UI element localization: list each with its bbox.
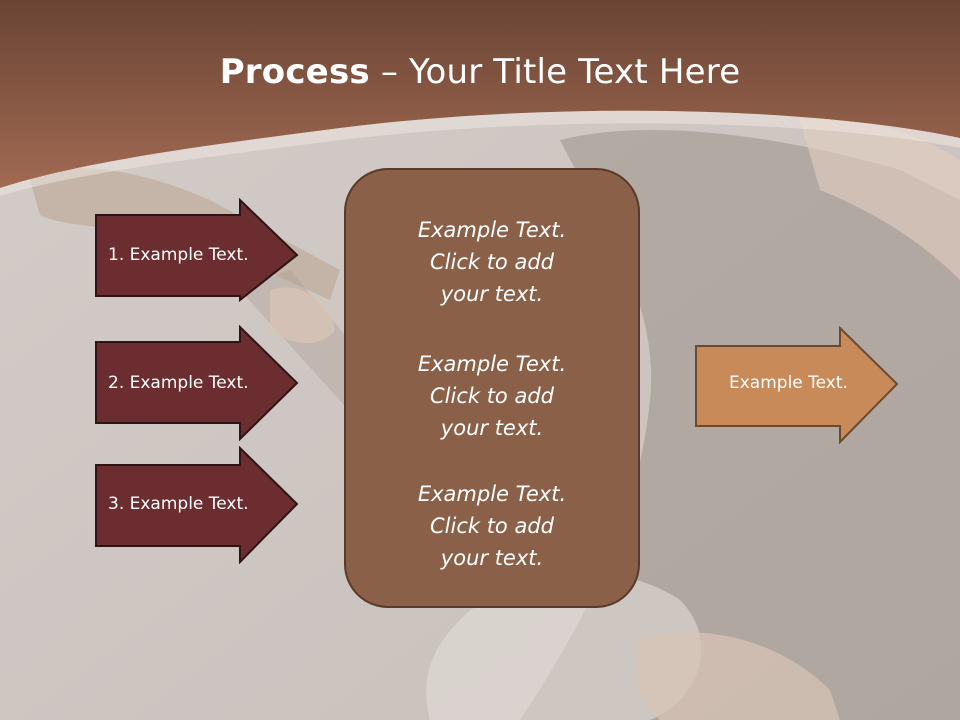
step-arrow-1[interactable] [94, 198, 300, 302]
center-text-block-1: Example Text. Click to add your text. [346, 214, 638, 310]
slide-title[interactable]: Process – Your Title Text Here [0, 52, 960, 92]
text-line: Example Text. [417, 482, 567, 506]
title-bold-text: Process [219, 52, 370, 92]
text-line: Click to add [429, 250, 554, 274]
step-3-label: 3. Example Text. [108, 494, 249, 514]
text-line: your text. [440, 416, 544, 440]
center-text-box[interactable]: Example Text. Click to add your text. Ex… [344, 168, 640, 608]
step-arrow-3[interactable] [94, 446, 300, 564]
center-text-block-3: Example Text. Click to add your text. [346, 478, 638, 574]
step-2-label: 2. Example Text. [108, 373, 249, 393]
text-line: Example Text. [417, 352, 567, 376]
text-line: Example Text. [417, 218, 567, 242]
step-1-label: 1. Example Text. [108, 245, 249, 265]
result-arrow[interactable] [694, 326, 900, 446]
result-label: Example Text. [729, 373, 848, 393]
title-rest-text: – Your Title Text Here [369, 52, 741, 92]
step-arrow-2[interactable] [94, 325, 300, 441]
text-line: your text. [440, 546, 544, 570]
text-line: Click to add [429, 514, 554, 538]
center-text-block-2: Example Text. Click to add your text. [346, 348, 638, 444]
text-line: your text. [440, 282, 544, 306]
text-line: Click to add [429, 384, 554, 408]
